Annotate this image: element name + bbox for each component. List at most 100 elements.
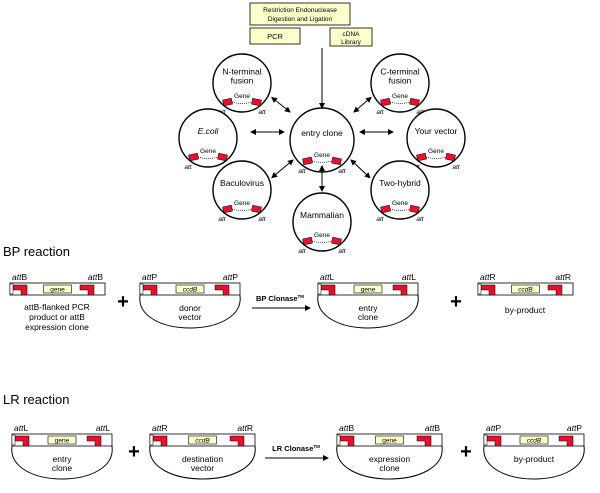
att-label: att: [416, 109, 424, 116]
insert-label: gene: [50, 287, 65, 294]
gene-label: Gene: [234, 93, 250, 100]
att-site: [222, 204, 233, 214]
gene-insert: [47, 435, 77, 445]
gene-label: Gene: [314, 152, 330, 159]
insert-label: gene: [361, 287, 376, 294]
vector-ecoli-label: E.coli: [198, 126, 220, 136]
vector-backbone: [139, 294, 241, 329]
att-site: [445, 152, 456, 162]
insert-label: gene: [55, 438, 70, 445]
plus-sign: +: [117, 291, 129, 313]
insert-label: ccdB: [195, 438, 210, 445]
att-site: [251, 97, 262, 107]
construct-caption: expression: [369, 454, 410, 464]
att-site: [222, 97, 233, 107]
plus-sign: +: [460, 441, 472, 463]
insert-label: ccdB: [527, 438, 542, 445]
att-label: att: [338, 248, 346, 255]
att-site-right: [229, 435, 245, 447]
plus-sign: +: [128, 441, 140, 463]
att-label: att: [184, 164, 192, 171]
gene-label: Gene: [234, 200, 250, 207]
pcr-product-caption: attB-flanked PCR: [24, 302, 90, 312]
att-site: [380, 97, 391, 107]
insert-label: ccdB: [518, 287, 533, 294]
att-label: attL: [320, 272, 334, 282]
vector-your-vector-label: Your vector: [415, 126, 458, 136]
gene-insert: [353, 284, 383, 294]
gene-label: Gene: [392, 93, 408, 100]
att-site: [302, 156, 313, 166]
gene-label: Gene: [392, 200, 408, 207]
att-site: [188, 152, 199, 162]
vector-backbone: [149, 445, 256, 480]
pcr-product-caption: expression clone: [25, 322, 89, 332]
att-label: attP: [223, 272, 238, 282]
att-label: attL: [96, 423, 110, 433]
methods-line-2: Digestion and Ligation: [268, 16, 333, 23]
recombination-arrow: [350, 159, 371, 179]
vector-backbone: [483, 445, 585, 480]
pcr-product-caption: product or attB: [29, 312, 85, 322]
att-site: [331, 156, 342, 166]
construct-caption: entry: [53, 454, 73, 464]
vector-ecoli: E.coliGeneattatt: [178, 108, 238, 171]
att-label: att: [298, 168, 306, 175]
bp-heading: BP reaction: [3, 244, 70, 259]
gene-insert: [43, 284, 72, 294]
att-site: [331, 236, 342, 246]
vector-c-terminal-label: C-terminal: [380, 67, 419, 77]
att-label: attP: [486, 423, 501, 433]
att-label: attL: [14, 423, 28, 433]
att-site-right: [214, 284, 230, 296]
att-label: attB: [339, 423, 354, 433]
vector-your-vector: Your vectorGeneattatt: [406, 108, 466, 171]
vector-two-hybrid-label: Two-hybrid: [379, 178, 421, 188]
vector-n-terminal-label: fusion: [231, 76, 254, 86]
insert-label: gene: [382, 438, 397, 445]
construct-caption: vector: [178, 312, 201, 322]
att-label: att: [376, 109, 384, 116]
vector-mammalian-label: Mammalian: [300, 210, 344, 220]
methods-line-1: Restriction Endonuclease: [263, 7, 337, 14]
gene-label: Gene: [200, 148, 216, 155]
att-site: [251, 204, 262, 214]
att-label: attL: [402, 272, 416, 282]
att-site: [380, 204, 391, 214]
ccdb-insert: [519, 435, 549, 445]
att-site-right: [547, 284, 563, 296]
recombination-arrow: [271, 96, 291, 113]
insert-label: ccdB: [183, 287, 198, 294]
cdna-line-1: cDNA: [343, 31, 361, 38]
att-label: att: [452, 164, 460, 171]
att-site: [217, 152, 228, 162]
bp-clonase-label: BP ClonaseTM: [256, 294, 304, 303]
construct-caption: by-product: [514, 454, 555, 464]
att-label: attB: [425, 423, 440, 433]
plus-sign: +: [450, 291, 462, 313]
construct-caption: clone: [358, 312, 379, 322]
ccdb-insert: [175, 284, 205, 294]
vector-backbone: [317, 294, 419, 329]
att-label: attR: [152, 423, 168, 433]
att-label: att: [298, 248, 306, 255]
att-label: attR: [480, 272, 496, 282]
vector-c-terminal-label: fusion: [389, 76, 412, 86]
byproduct-caption: by-product: [505, 305, 546, 315]
att-site-right: [392, 284, 408, 296]
cdna-line-2: Library: [341, 39, 362, 46]
vector-hub: N-terminalfusionGeneattattC-terminalfusi…: [178, 53, 466, 255]
construct-caption: clone: [379, 463, 400, 473]
methods-box: Restriction Endonuclease Digestion and L…: [249, 2, 351, 26]
